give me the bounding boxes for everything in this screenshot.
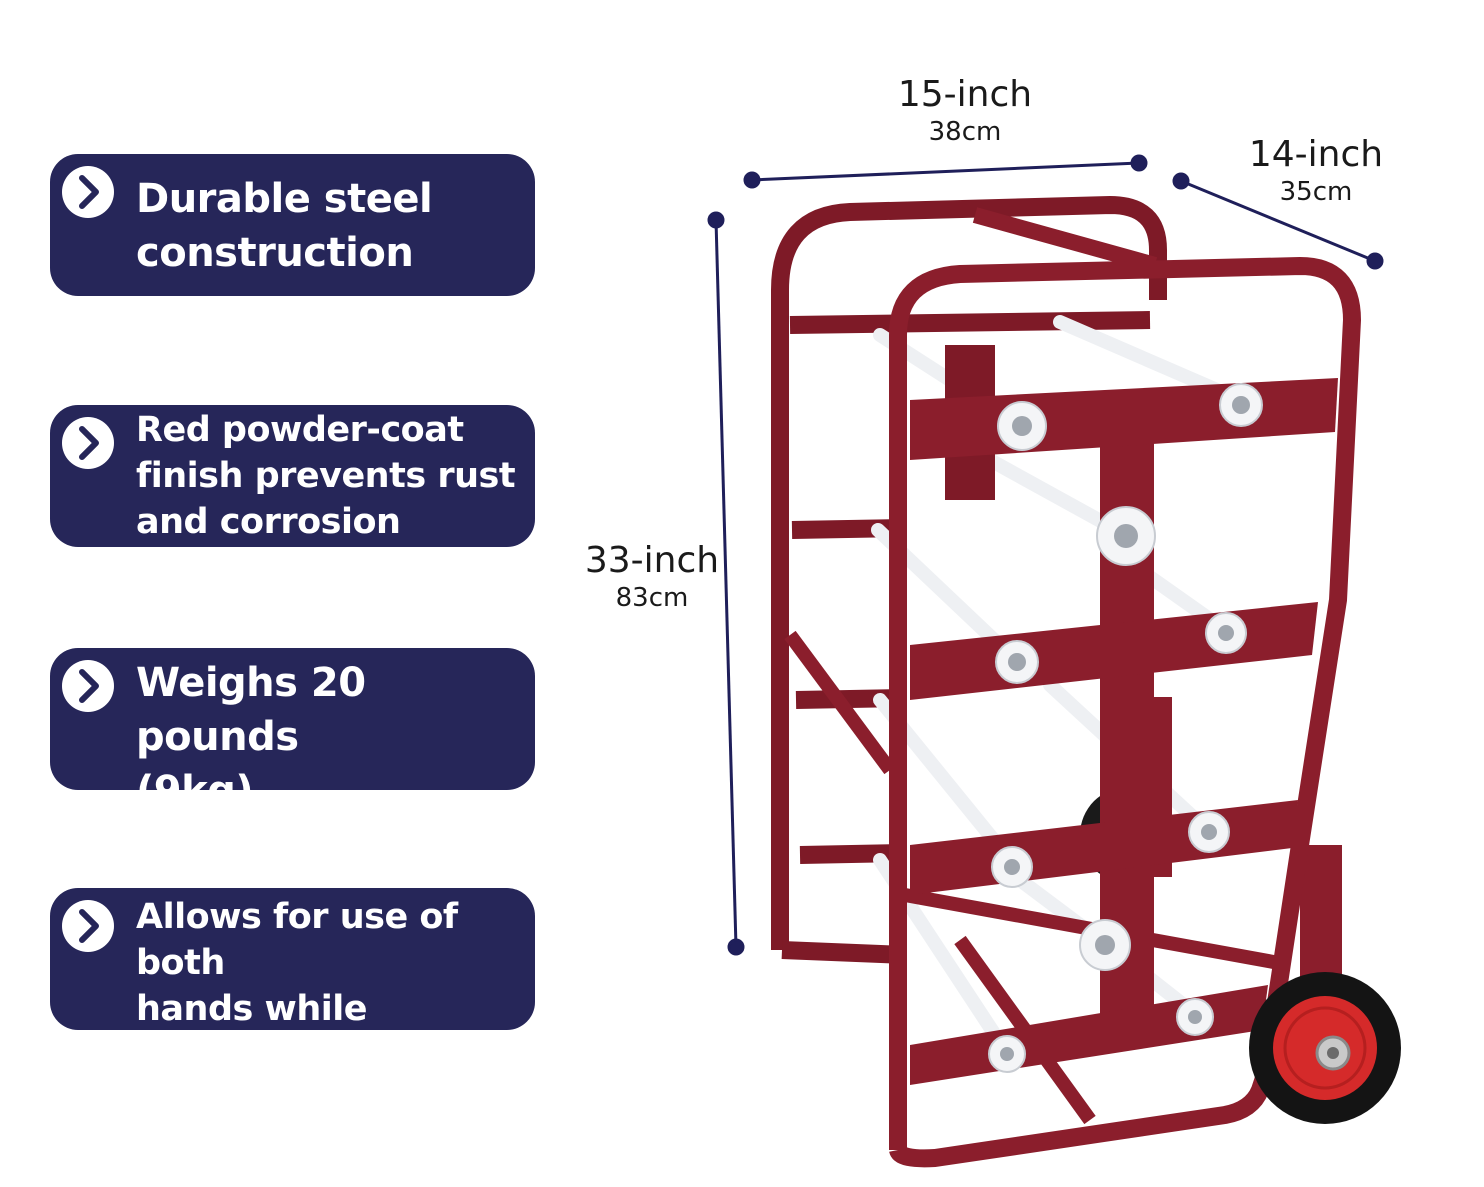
feature-label: Red powder-coat finish prevents rust and… [136,410,516,542]
feature-panel-durable-steel: Durable steel construction [50,154,535,296]
feature-label: Weighs 20 pounds (9kg) [136,660,366,814]
chevron-right-icon [62,900,114,952]
front-wheel [1249,972,1401,1124]
feature-label: Allows for use of both hands while unrol… [136,897,458,1121]
width-dimension-label: 15-inch 38cm [880,74,1050,148]
front-frame [889,257,1361,1168]
width-cm: 38cm [928,117,1002,147]
depth-inch: 14-inch [1248,134,1384,175]
feature-panel-hands-free: Allows for use of both hands while unrol… [50,888,535,1121]
depth-dimension-label: 14-inch 35cm [1236,134,1396,208]
feature-panel-weight: Weighs 20 pounds (9kg) [50,648,535,814]
height-dimension-label: 33-inch 83cm [572,540,732,614]
chevron-right-icon [62,660,114,712]
height-cm: 83cm [615,583,689,613]
depth-cm: 35cm [1279,177,1353,207]
height-inch: 33-inch [584,540,720,581]
chevron-right-icon [62,417,114,469]
chevron-right-icon [62,166,114,218]
feature-label: Durable steel construction [136,176,433,276]
dimension-lines [707,154,1384,956]
feature-panel-powder-coat: Red powder-coat finish prevents rust and… [50,405,535,547]
width-inch: 15-inch [897,74,1033,115]
